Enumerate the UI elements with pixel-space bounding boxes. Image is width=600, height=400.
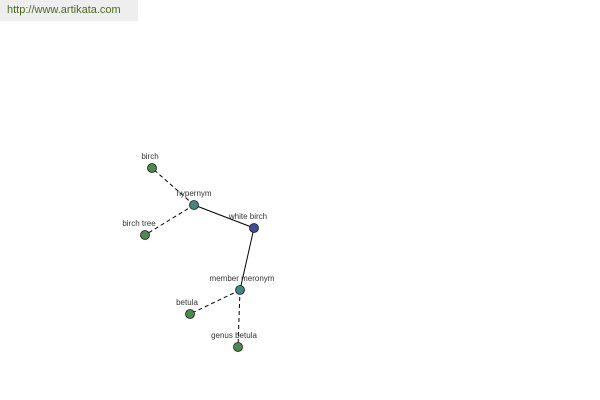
- edge-member_meronym-betula: [189, 289, 241, 315]
- node-white-birch[interactable]: [249, 223, 259, 233]
- source-url[interactable]: http://www.artikata.com: [0, 0, 138, 21]
- edges-layer: [144, 167, 255, 348]
- node-genus-betula[interactable]: [233, 342, 243, 352]
- node-member-meronym[interactable]: [235, 285, 245, 295]
- edge-white_birch-member_meronym: [239, 227, 255, 291]
- edge-hypernym-birch: [151, 167, 195, 206]
- node-hypernym[interactable]: [189, 200, 199, 210]
- node-birch[interactable]: [147, 163, 157, 173]
- node-betula[interactable]: [185, 309, 195, 319]
- nodes-layer: white birch hypernym birch birch tree member…: [122, 152, 275, 352]
- node-label-betula[interactable]: betula: [176, 298, 198, 307]
- edge-member_meronym-genus_betula: [237, 289, 241, 348]
- node-birch-tree[interactable]: [140, 230, 150, 240]
- node-label-birch[interactable]: birch: [141, 152, 158, 161]
- node-label-genus-betula[interactable]: genus betula: [211, 331, 257, 340]
- edge-white_birch-hypernym: [193, 204, 255, 229]
- node-label-member-meronym[interactable]: member meronym: [210, 274, 275, 283]
- node-label-white-birch[interactable]: white birch: [228, 212, 267, 221]
- edge-hypernym-birch_tree: [144, 204, 195, 236]
- node-label-birch-tree[interactable]: birch tree: [122, 219, 156, 228]
- node-label-hypernym[interactable]: hypernym: [176, 189, 211, 198]
